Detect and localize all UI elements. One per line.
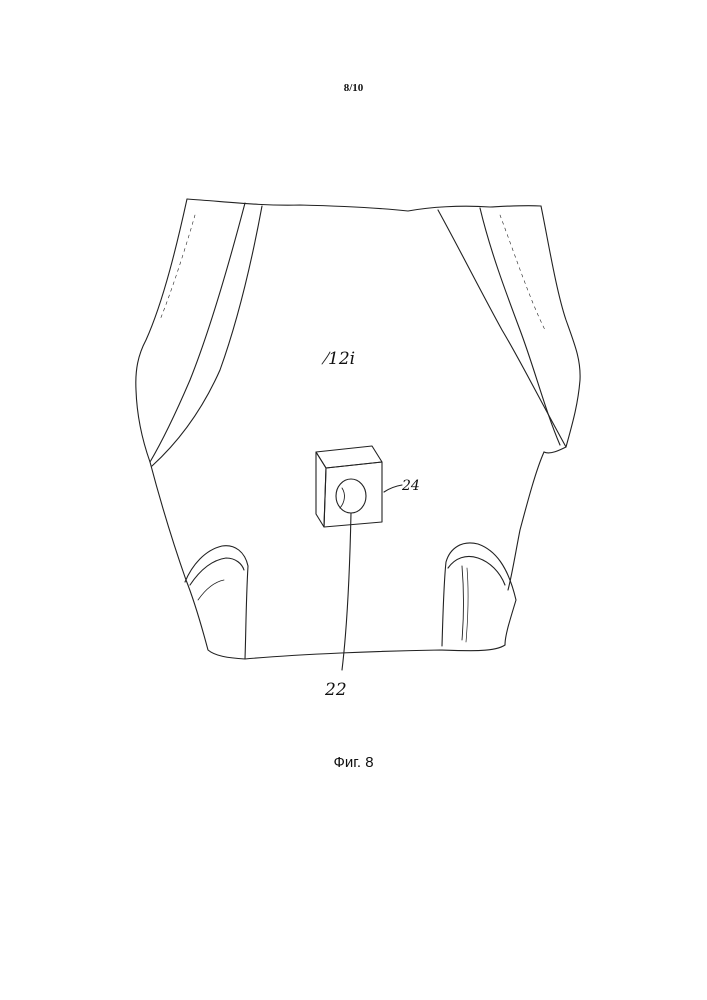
right-fold-outer: [438, 210, 566, 447]
right-leg-cuff-inner: [448, 556, 505, 585]
label-24: 24: [401, 478, 420, 494]
right-fold-hatch: [500, 215, 545, 330]
housing-side: [316, 452, 326, 527]
left-lower-edge: [150, 462, 245, 659]
label-22: 22: [324, 680, 347, 700]
right-leg-cuff-line: [462, 566, 464, 640]
label-12i: 12i: [328, 349, 355, 369]
right-lower-edge: [508, 452, 544, 590]
left-leg-cuff-line: [198, 580, 224, 600]
right-outline: [541, 206, 580, 453]
top-edge: [187, 199, 541, 211]
figure-caption: Фиг. 8: [0, 754, 707, 771]
leader-22: [342, 513, 351, 670]
left-leg-cuff-inner: [190, 558, 244, 585]
housing-front: [324, 462, 382, 527]
left-outline: [136, 199, 187, 462]
bottom-edge: [245, 645, 505, 659]
sensor-circle-mark: [340, 488, 344, 508]
right-leg-cuff-line-2: [466, 568, 468, 642]
housing-top: [316, 446, 382, 468]
left-fold-hatch: [160, 215, 195, 320]
left-fold-outer: [150, 203, 245, 462]
leader-24: [384, 485, 402, 492]
